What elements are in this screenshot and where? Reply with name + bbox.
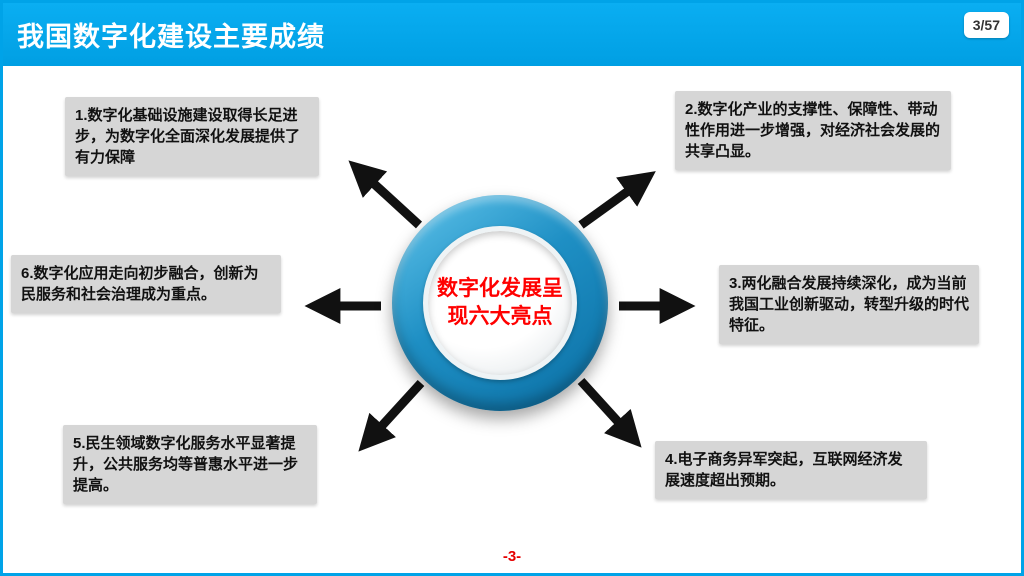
point-text-6: 6.数字化应用走向初步融合，创新为民服务和社会治理成为重点。 [21,265,259,303]
page-indicator: 3/57 [972,17,1000,33]
center-hub-ring: 数字化发展呈 现六大亮点 [392,195,608,411]
point-text-3: 3.两化融合发展持续深化，成为当前我国工业创新驱动，转型升级的时代特征。 [729,275,970,334]
arrow-up-left-icon [348,160,423,229]
point-box-3: 3.两化融合发展持续深化，成为当前我国工业创新驱动，转型升级的时代特征。 [719,265,979,344]
slide-title: 我国数字化建设主要成绩 [17,22,325,52]
center-hub-label: 数字化发展呈 现六大亮点 [437,275,563,332]
point-box-1: 1.数字化基础设施建设取得长足进步，为数字化全面深化发展提供了有力保障 [65,97,319,176]
point-text-2: 2.数字化产业的支撑性、保障性、带动性作用进一步增强，对经济社会发展的共享凸显。 [685,101,941,160]
arrow-down-left-icon [358,379,425,452]
center-hub-circle: 数字化发展呈 现六大亮点 [423,226,577,380]
center-hub-label-line2: 现六大亮点 [447,305,553,328]
point-box-6: 6.数字化应用走向初步融合，创新为民服务和社会治理成为重点。 [11,255,281,313]
center-hub-label-line1: 数字化发展呈 [437,276,563,300]
arrow-up-right-icon [578,171,656,229]
footer-page-number: -3- [502,548,522,565]
slide-header: 我国数字化建设主要成绩 3/57 [3,3,1021,66]
arrow-down-right-icon [577,377,642,448]
point-text-5: 5.民生领域数字化服务水平显著提升，公共服务均等普惠水平进一步提高。 [73,435,299,494]
point-text-4: 4.电子商务异军突起，互联网经济发展速度超出预期。 [665,451,903,489]
point-text-1: 1.数字化基础设施建设取得长足进步，为数字化全面深化发展提供了有力保障 [75,107,301,166]
page-indicator-badge: 3/57 [963,12,1009,38]
point-box-2: 2.数字化产业的支撑性、保障性、带动性作用进一步增强，对经济社会发展的共享凸显。 [675,91,951,170]
point-box-5: 5.民生领域数字化服务水平显著提升，公共服务均等普惠水平进一步提高。 [63,425,317,504]
point-box-4: 4.电子商务异军突起，互联网经济发展速度超出预期。 [655,441,927,499]
